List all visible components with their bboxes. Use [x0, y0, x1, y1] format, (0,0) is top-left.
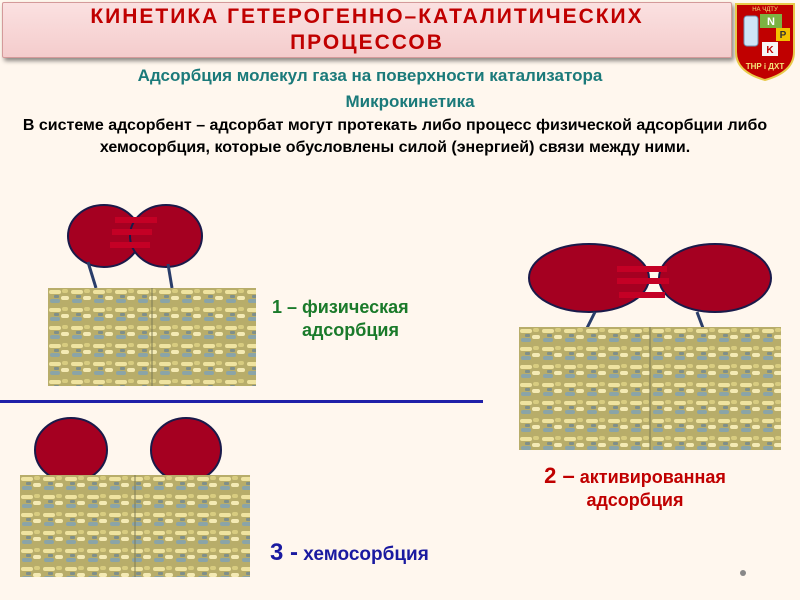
activated-number: 2 – — [544, 463, 575, 488]
title-banner: КИНЕТИКА ГЕТЕРОГЕННО–КАТАЛИТИЧЕСКИХ ПРОЦ… — [2, 2, 732, 58]
description-paragraph: В системе адсорбент – адсорбат могут про… — [22, 117, 768, 156]
label-activated-adsorption: 2 – активированная адсорбция — [500, 464, 770, 512]
catalyst-surface-2 — [519, 327, 781, 450]
physical-number: 1 – — [272, 297, 298, 317]
svg-text:K: K — [766, 45, 774, 56]
activated-adsorption-molecule — [528, 243, 772, 329]
subtitle-microkinetics: Микрокинетика — [345, 92, 475, 111]
physical-text: физическая адсорбция — [302, 297, 409, 340]
activated-text-line1: активированная — [579, 467, 726, 487]
svg-text:НА ЧДТУ: НА ЧДТУ — [752, 7, 778, 13]
page-title: КИНЕТИКА ГЕТЕРОГЕННО–КАТАЛИТИЧЕСКИХ ПРОЦ… — [90, 5, 644, 54]
svg-text:P: P — [780, 30, 787, 41]
label-chemisorption: 3 - хемосорбция — [270, 541, 429, 566]
label-physical-adsorption: 1 – физическая адсорбция — [272, 296, 472, 342]
section-divider — [0, 400, 483, 403]
subtitle-adsorption: Адсорбция молекул газа на поверхности ка… — [137, 66, 603, 85]
activated-text-line2: адсорбция — [586, 490, 684, 510]
catalyst-surface-1 — [48, 288, 256, 386]
bullet-dot — [740, 570, 746, 576]
university-logo: НА ЧДТУ N P K THP i ДХТ — [732, 0, 798, 82]
svg-text:THP i ДХТ: THP i ДХТ — [746, 62, 785, 71]
catalyst-surface-3 — [20, 475, 250, 577]
chemisorption-number: 3 - — [270, 539, 299, 566]
physical-adsorption-molecule — [67, 204, 203, 289]
chemisorption-molecules — [34, 417, 222, 483]
chemisorption-text: хемосорбция — [303, 544, 429, 565]
svg-text:N: N — [767, 16, 775, 28]
